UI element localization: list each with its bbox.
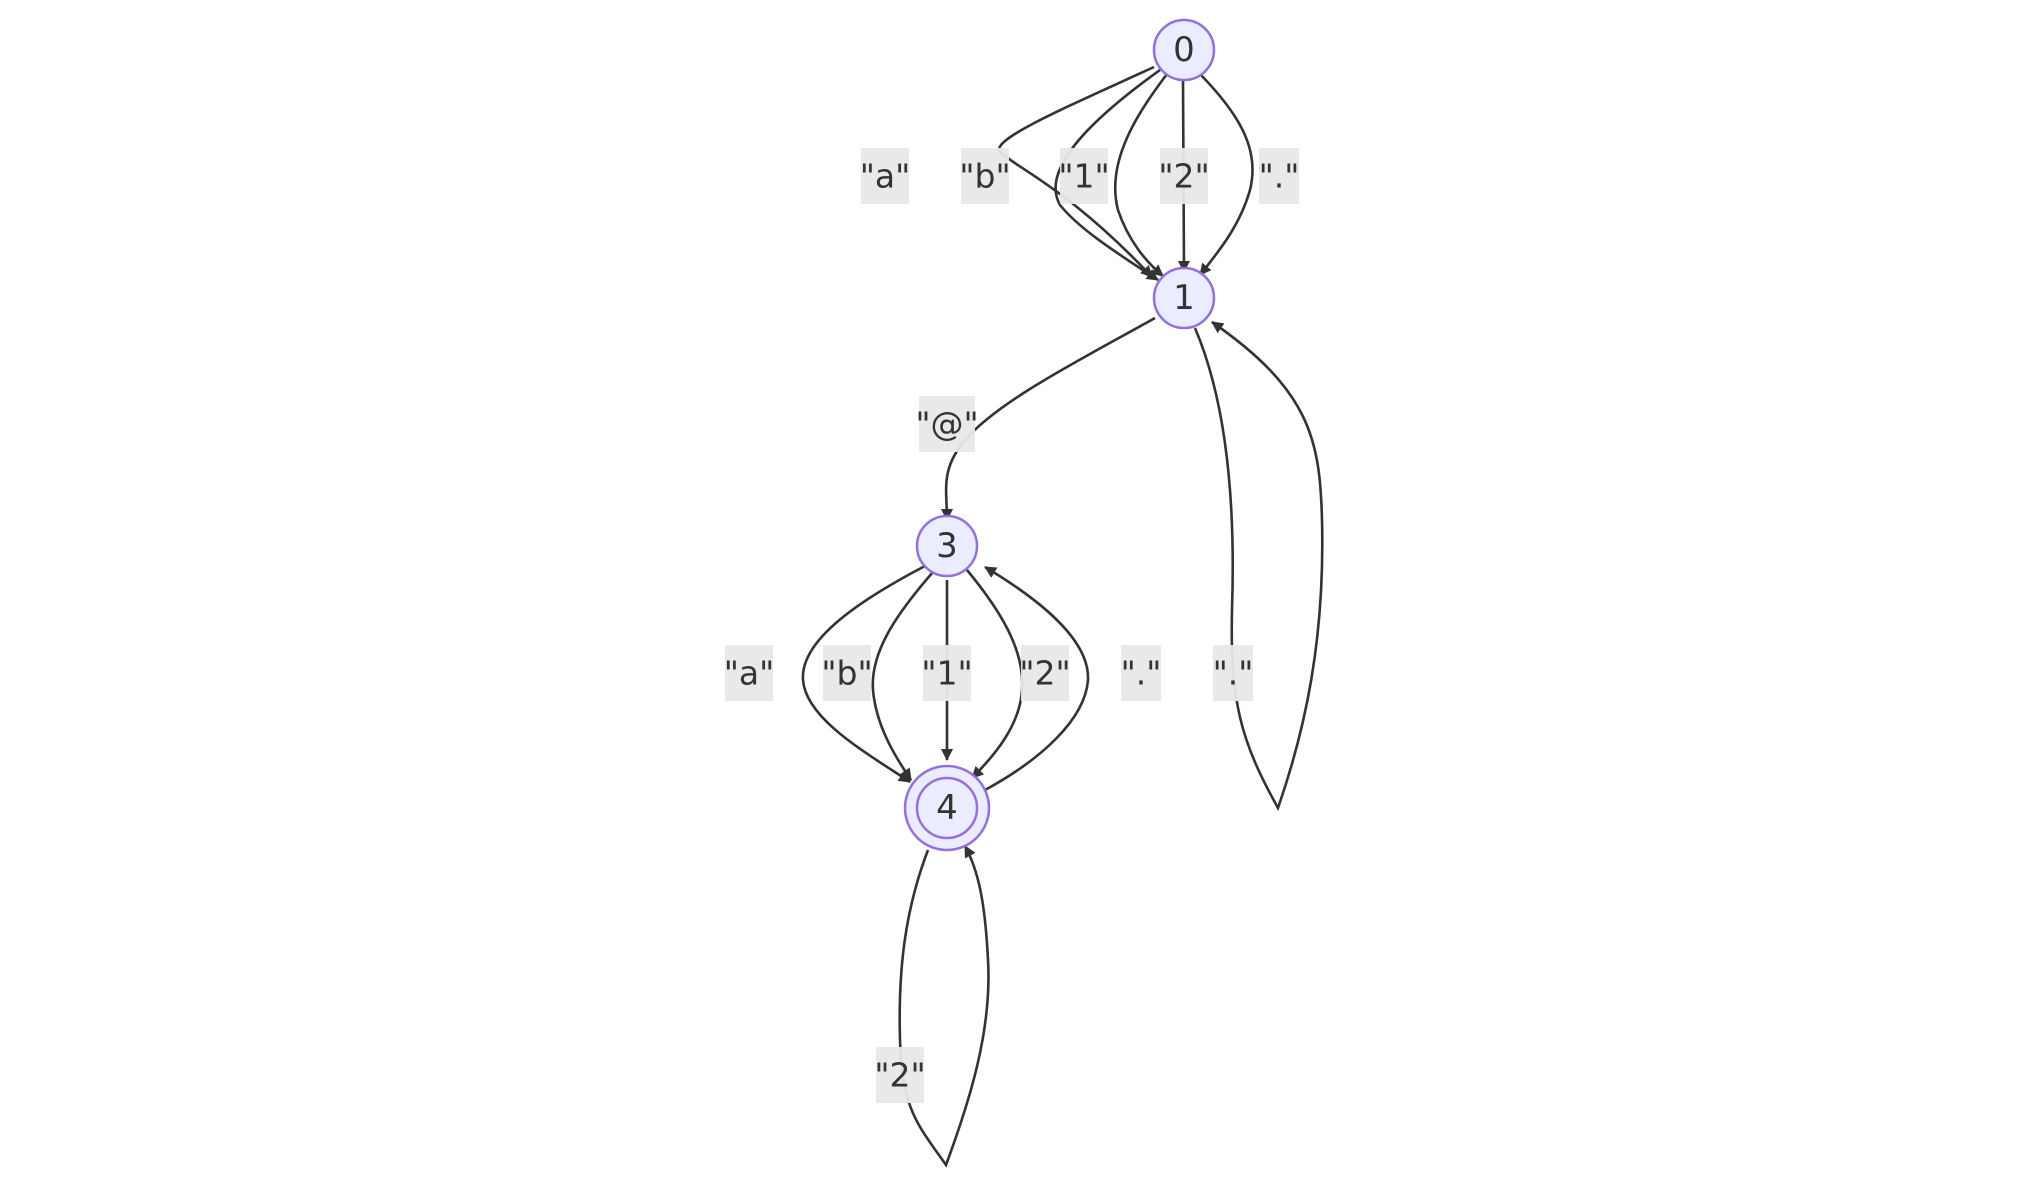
edge-0-1-1 — [1113, 73, 1169, 278]
svg-text:".": "." — [1121, 654, 1162, 693]
svg-text:"b": "b" — [959, 157, 1010, 196]
label-3-4-a: "a" — [724, 645, 775, 701]
label-1-3-at: "@" — [915, 396, 979, 452]
svg-text:"@": "@" — [915, 405, 978, 444]
edge-4-4-loop — [898, 845, 990, 1168]
edges — [801, 65, 1324, 1168]
edge-1-3-at — [940, 316, 1156, 521]
state-4-label: 4 — [936, 788, 958, 828]
svg-text:"2": "2" — [874, 1056, 925, 1095]
svg-text:"a": "a" — [724, 654, 775, 693]
label-0-1-dot: "." — [1259, 148, 1300, 204]
state-0-label: 0 — [1173, 30, 1195, 70]
states: 0 1 3 4 — [903, 18, 1216, 852]
svg-text:"a": "a" — [860, 157, 911, 196]
label-0-1-b: "b" — [959, 148, 1011, 204]
svg-text:"2": "2" — [1158, 157, 1209, 196]
label-3-4-2: "2" — [1019, 645, 1071, 701]
state-3[interactable]: 3 — [915, 514, 979, 578]
edge-3-4-b — [871, 571, 934, 781]
label-0-1-1: "1" — [1058, 148, 1110, 204]
state-0[interactable]: 0 — [1152, 18, 1216, 82]
edge-3-4-a — [801, 564, 926, 784]
svg-text:".": "." — [1213, 654, 1254, 693]
state-4-accepting[interactable]: 4 — [903, 764, 991, 852]
svg-text:"2": "2" — [1019, 654, 1070, 693]
state-1-label: 1 — [1173, 278, 1195, 318]
state-1[interactable]: 1 — [1152, 266, 1216, 330]
label-1-1-dot: "." — [1213, 645, 1254, 701]
svg-text:"b": "b" — [821, 654, 872, 693]
edge-labels: "a" "b" "1" "2" "." "@" "." "a" — [724, 148, 1300, 1103]
svg-text:".": "." — [1259, 157, 1300, 196]
label-3-4-1: "1" — [921, 645, 973, 701]
svg-text:"1": "1" — [1058, 157, 1109, 196]
svg-text:"1": "1" — [921, 654, 972, 693]
label-0-1-2: "2" — [1158, 148, 1210, 204]
edge-0-1-dot — [1198, 73, 1254, 276]
label-4-4-2: "2" — [874, 1047, 926, 1103]
edge-3-4-2 — [965, 569, 1024, 779]
edge-4-3-dot — [984, 565, 1090, 792]
state-3-label: 3 — [936, 526, 958, 566]
label-0-1-a: "a" — [860, 148, 911, 204]
label-4-3-dot: "." — [1121, 645, 1162, 701]
edge-0-1-b — [1054, 68, 1161, 282]
label-3-4-b: "b" — [821, 645, 873, 701]
edge-1-1-loop — [1193, 320, 1324, 812]
